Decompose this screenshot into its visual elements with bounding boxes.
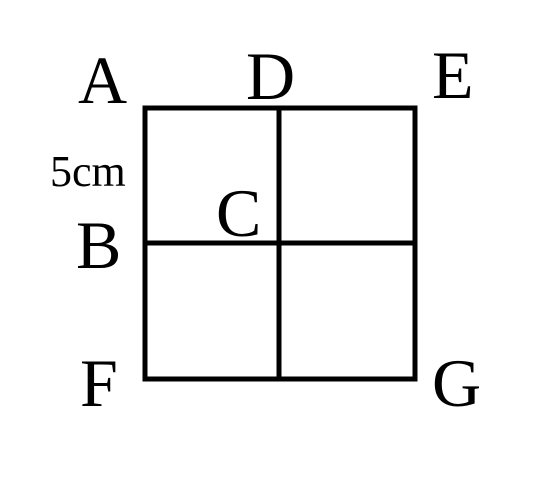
point-label-c: C (216, 175, 261, 251)
point-label-e: E (432, 37, 474, 113)
point-label-a: A (78, 42, 127, 118)
point-label-f: F (80, 345, 118, 421)
point-label-b: B (76, 207, 121, 283)
point-label-g: G (432, 345, 481, 421)
point-label-d: D (246, 38, 295, 114)
side-length-label: 5cm (50, 147, 126, 196)
